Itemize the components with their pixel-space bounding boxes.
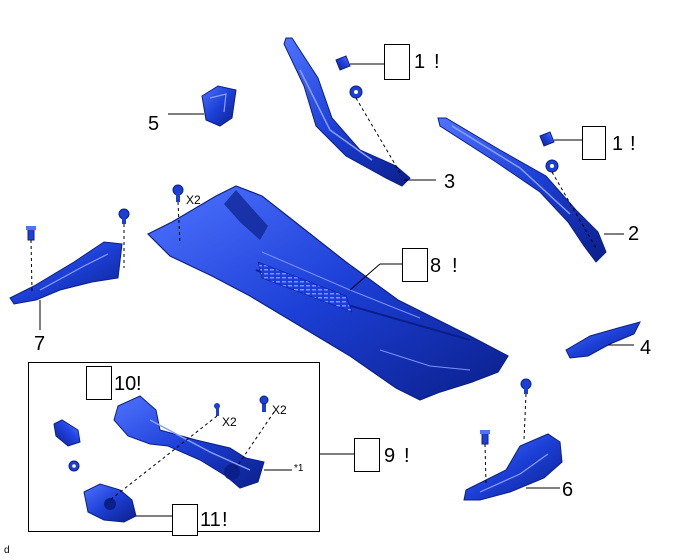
caution-mark: ! xyxy=(452,255,458,277)
wiper-arm-icon xyxy=(283,37,411,187)
qty-x2: X2 xyxy=(186,193,201,207)
callout-9: 9 xyxy=(384,445,396,467)
callout-1b: 1 xyxy=(612,133,624,155)
clip-icon xyxy=(335,55,351,71)
bracket-icon xyxy=(53,419,81,447)
clip-icon xyxy=(26,226,36,241)
nut-icon xyxy=(349,85,363,99)
callout-1a: 1 xyxy=(414,51,426,73)
clip-icon xyxy=(539,131,555,147)
bracket-icon xyxy=(565,321,641,359)
screw-icon xyxy=(118,208,130,224)
callout-5: 5 xyxy=(148,113,160,135)
callout-7: 7 xyxy=(34,333,46,355)
callout-4: 4 xyxy=(640,337,652,359)
callout-box-1a xyxy=(384,44,410,80)
wiper-arm-icon xyxy=(437,117,607,263)
screw-icon xyxy=(172,184,184,202)
callout-6: 6 xyxy=(562,479,574,501)
wiper-link-icon xyxy=(113,395,265,489)
callout-2: 2 xyxy=(628,223,640,245)
screw-icon xyxy=(520,378,532,394)
callout-11: 11 xyxy=(200,509,221,531)
side-cover-icon xyxy=(9,241,123,305)
bolt-icon xyxy=(259,395,269,412)
corner-code: d xyxy=(4,545,10,556)
cowl-panel-icon xyxy=(146,185,509,401)
callout-8: 8 xyxy=(430,255,442,277)
caution-mark: ! xyxy=(630,133,636,155)
callout-10: 10 xyxy=(114,373,137,395)
callout-box-10 xyxy=(86,366,112,400)
side-cover-icon xyxy=(463,433,563,501)
callout-box-1b xyxy=(582,126,606,160)
qty-x2: X2 xyxy=(222,415,237,429)
note-star1: *1 xyxy=(294,463,304,474)
clip-icon xyxy=(480,430,490,445)
callout-box-9 xyxy=(354,438,380,472)
nut-icon xyxy=(68,460,80,472)
caution-mark: ! xyxy=(222,509,228,531)
nut-icon xyxy=(545,159,559,173)
caution-mark: ! xyxy=(136,373,142,395)
qty-x2: X2 xyxy=(272,403,287,417)
caution-mark: ! xyxy=(434,51,440,73)
callout-3: 3 xyxy=(444,171,456,193)
caution-mark: ! xyxy=(404,445,410,467)
bolt-icon xyxy=(214,403,220,416)
bracket-icon xyxy=(201,85,237,127)
callout-box-8 xyxy=(402,248,428,282)
callout-box-11 xyxy=(172,504,198,536)
wiper-motor-icon xyxy=(83,483,137,523)
